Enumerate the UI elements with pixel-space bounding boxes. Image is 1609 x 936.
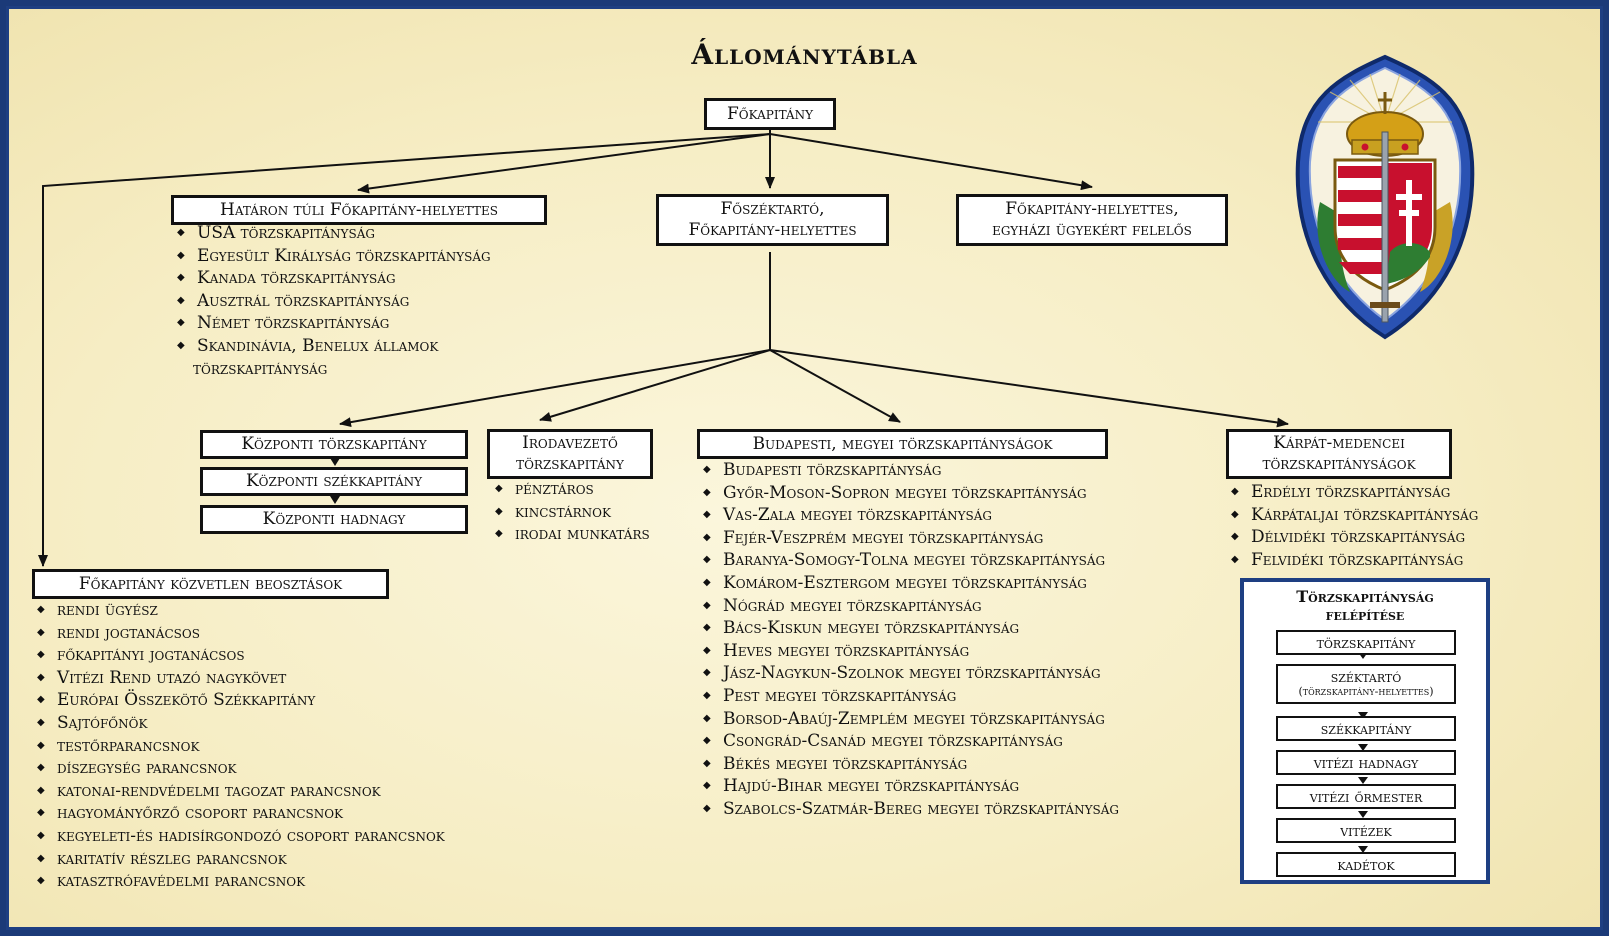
list-item: Európai Összekötő Székkapitány [35, 689, 445, 712]
box-fokapitany: Főkapitány [704, 98, 836, 130]
box-central-chief-label: Központi törzskapitány [241, 434, 427, 454]
direct-list: rendi ügyész rendi jogtanácsos főkapitán… [35, 599, 445, 893]
rank-vitezek: vitézek [1276, 818, 1456, 843]
list-item: főkapitányi jogtanácsos [35, 644, 445, 667]
box-sector-chief-line1: Főszéktartó, [720, 199, 825, 219]
list-item: Győr-Moson-Sopron megyei törzskapitánysá… [701, 482, 1119, 505]
box-fokapitany-label: Főkapitány [726, 103, 814, 124]
box-sector-chief-line2: Főkapitány-helyettes [688, 220, 857, 240]
rank-label: vitézi hadnagy [1313, 753, 1419, 772]
rank-label: vitézi őrmester [1309, 787, 1423, 806]
list-item: Budapesti törzskapitányság [701, 459, 1119, 482]
rank-label: vitézek [1340, 821, 1392, 840]
list-item: Fejér-Veszprém megyei törzskapitányság [701, 527, 1119, 550]
box-budapest-label: Budapesti, megyei törzskapitányságok [752, 433, 1053, 454]
structure-title-line1: Törzskapitányság [1296, 587, 1434, 606]
rank-sublabel: (törzskapitány-helyettes) [1298, 685, 1434, 698]
rank-szektarto: széktartó (törzskapitány-helyettes) [1276, 664, 1456, 704]
box-deputy-abroad-label: Határon túli Főkapitány-helyettes [220, 199, 498, 220]
rank-szekkapitany: székkapitány [1276, 716, 1456, 741]
list-item: Borsod-Abaúj-Zemplém megyei törzskapitán… [701, 708, 1119, 731]
list-item: Ausztrál törzskapitányság [175, 290, 491, 313]
list-item: USA törzskapitányság [175, 222, 491, 245]
list-item: Kárpátaljai törzskapitányság [1229, 504, 1478, 527]
list-item: Skandinávia, Benelux államok [175, 335, 491, 358]
list-item: Békés megyei törzskapitányság [701, 753, 1119, 776]
box-central-lieutenant: Központi hadnagy [200, 505, 468, 534]
list-item: Bács-Kiskun megyei törzskapitányság [701, 617, 1119, 640]
structure-title-line2: felépítése [1325, 605, 1405, 624]
list-item: katonai-rendvédelmi tagozat parancsnok [35, 780, 445, 803]
list-item: Sajtófőnök [35, 712, 445, 735]
box-direct-label: Főkapitány közvetlen beosztások [78, 573, 343, 594]
rank-vitezi-ormester: vitézi őrmester [1276, 784, 1456, 809]
box-budapest: Budapesti, megyei törzskapitányságok [697, 429, 1108, 459]
rank-label: törzskapitány [1316, 633, 1416, 652]
list-item: Baranya-Somogy-Tolna megyei törzskapitán… [701, 549, 1119, 572]
list-item: Csongrád-Csanád megyei törzskapitányság [701, 730, 1119, 753]
list-item: Jász-Nagykun-Szolnok megyei törzskapitán… [701, 662, 1119, 685]
list-item: karitatív részleg parancsnok [35, 848, 445, 871]
box-central-chief: Központi törzskapitány [200, 430, 468, 459]
budapest-list: Budapesti törzskapitányság Győr-Moson-So… [701, 459, 1119, 821]
box-office-chief-line1: Irodavezető [522, 433, 618, 453]
rank-label: széktartó [1330, 667, 1402, 686]
box-deputy-church: Főkapitány-helyettes, egyházi ügyekért f… [956, 194, 1228, 246]
list-item: pénztáros [493, 478, 650, 501]
box-carpathian-line2: törzskapitányságok [1262, 454, 1416, 474]
list-item-continuation: törzskapitányság [193, 358, 328, 379]
deputy-abroad-list: USA törzskapitányság Egyesült Királyság … [175, 222, 491, 380]
box-carpathian-line1: Kárpát-medencei [1273, 433, 1405, 453]
rank-label: székkapitány [1320, 719, 1412, 738]
list-item: Komárom-Esztergom megyei törzskapitánysá… [701, 572, 1119, 595]
structure-arrows [1358, 652, 1368, 853]
structure-panel: Törzskapitányság felépítése törzskapitán… [1240, 578, 1490, 884]
office-list: pénztáros kincstárnok irodai munkatárs [493, 478, 650, 546]
rank-torzskapitany: törzskapitány [1276, 630, 1456, 655]
list-item: Vas-Zala megyei törzskapitányság [701, 504, 1119, 527]
list-item: hagyományőrző csoport parancsnok [35, 802, 445, 825]
list-item: díszegység parancsnok [35, 757, 445, 780]
box-deputy-abroad: Határon túli Főkapitány-helyettes [171, 195, 547, 225]
carpathian-list: Erdélyi törzskapitányság Kárpátaljai tör… [1229, 481, 1478, 571]
box-deputy-church-line1: Főkapitány-helyettes, [1005, 199, 1179, 219]
list-item: Délvidéki törzskapitányság [1229, 526, 1478, 549]
list-item: Egyesült Királyság törzskapitányság [175, 245, 491, 268]
box-central-lieutenant-label: Központi hadnagy [262, 509, 406, 529]
box-sector-chief: Főszéktartó, Főkapitány-helyettes [656, 194, 889, 246]
list-item: Erdélyi törzskapitányság [1229, 481, 1478, 504]
rank-vitezi-hadnagy: vitézi hadnagy [1276, 750, 1456, 775]
list-item: Pest megyei törzskapitányság [701, 685, 1119, 708]
list-item: Hajdú-Bihar megyei törzskapitányság [701, 775, 1119, 798]
box-central-captain: Központi székkapitány [200, 467, 468, 496]
box-office-chief: Irodavezető törzskapitány [487, 429, 653, 479]
list-item: irodai munkatárs [493, 523, 650, 546]
list-item: Heves megyei törzskapitányság [701, 640, 1119, 663]
list-item: Vitézi Rend utazó nagykövet [35, 667, 445, 690]
list-item: katasztrófavédelmi parancsnok [35, 870, 445, 893]
coat-of-arms-icon [1295, 54, 1475, 340]
list-item: Nógrád megyei törzskapitányság [701, 595, 1119, 618]
list-item: Német törzskapitányság [175, 312, 491, 335]
list-item: testőrparancsnok [35, 735, 445, 758]
box-carpathian: Kárpát-medencei törzskapitányságok [1226, 429, 1452, 479]
page-title: Állománytábla [691, 38, 918, 71]
rank-kadetok: kadétok [1276, 852, 1456, 877]
box-central-captain-label: Központi székkapitány [245, 471, 423, 491]
list-item: Szabolcs-Szatmár-Bereg megyei törzskapit… [701, 798, 1119, 821]
list-item: rendi jogtanácsos [35, 622, 445, 645]
box-office-chief-line2: törzskapitány [516, 454, 624, 474]
list-item: Felvidéki törzskapitányság [1229, 549, 1478, 572]
list-item: kincstárnok [493, 501, 650, 524]
list-item: Kanada törzskapitányság [175, 267, 491, 290]
list-item: rendi ügyész [35, 599, 445, 622]
list-item: kegyeleti-és hadisírgondozó csoport para… [35, 825, 445, 848]
structure-title: Törzskapitányság felépítése [1244, 588, 1486, 624]
box-direct: Főkapitány közvetlen beosztások [32, 569, 389, 599]
rank-label: kadétok [1337, 855, 1395, 874]
box-deputy-church-line2: egyházi ügyekért felelős [992, 220, 1192, 240]
